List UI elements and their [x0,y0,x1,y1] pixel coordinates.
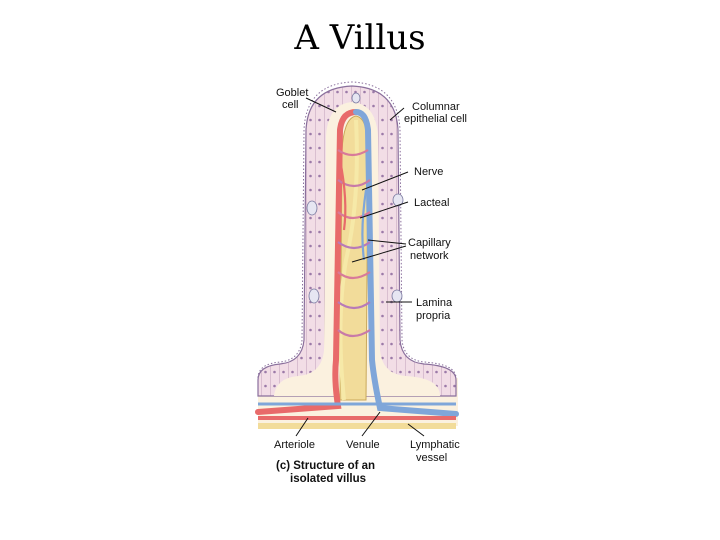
label-columnar-epithelial-cell: Columnar epithelial cell [404,101,467,125]
label-lamina-propria: Lamina propria [416,297,455,322]
capillary-network [337,149,371,338]
venule-vessel [353,109,459,417]
slide-title: A Villus [294,18,426,58]
figure-caption: (c) Structure of an isolated villus [276,460,378,485]
arteriole-vessel [255,109,359,415]
label-nerve: Nerve [414,166,443,178]
label-venule: Venule [346,439,380,451]
microvilli-border [257,81,457,379]
nerve [338,119,359,401]
label-goblet-cell: Goblet cell [276,87,311,111]
label-arteriole: Arteriole [274,439,315,451]
leader-lines [295,97,425,437]
label-lacteal: Lacteal [414,197,449,209]
goblet-cells [306,92,404,304]
label-capillary-network: Capillary network [408,237,454,262]
label-lymphatic-vessel: Lymphatic vessel [410,439,463,464]
